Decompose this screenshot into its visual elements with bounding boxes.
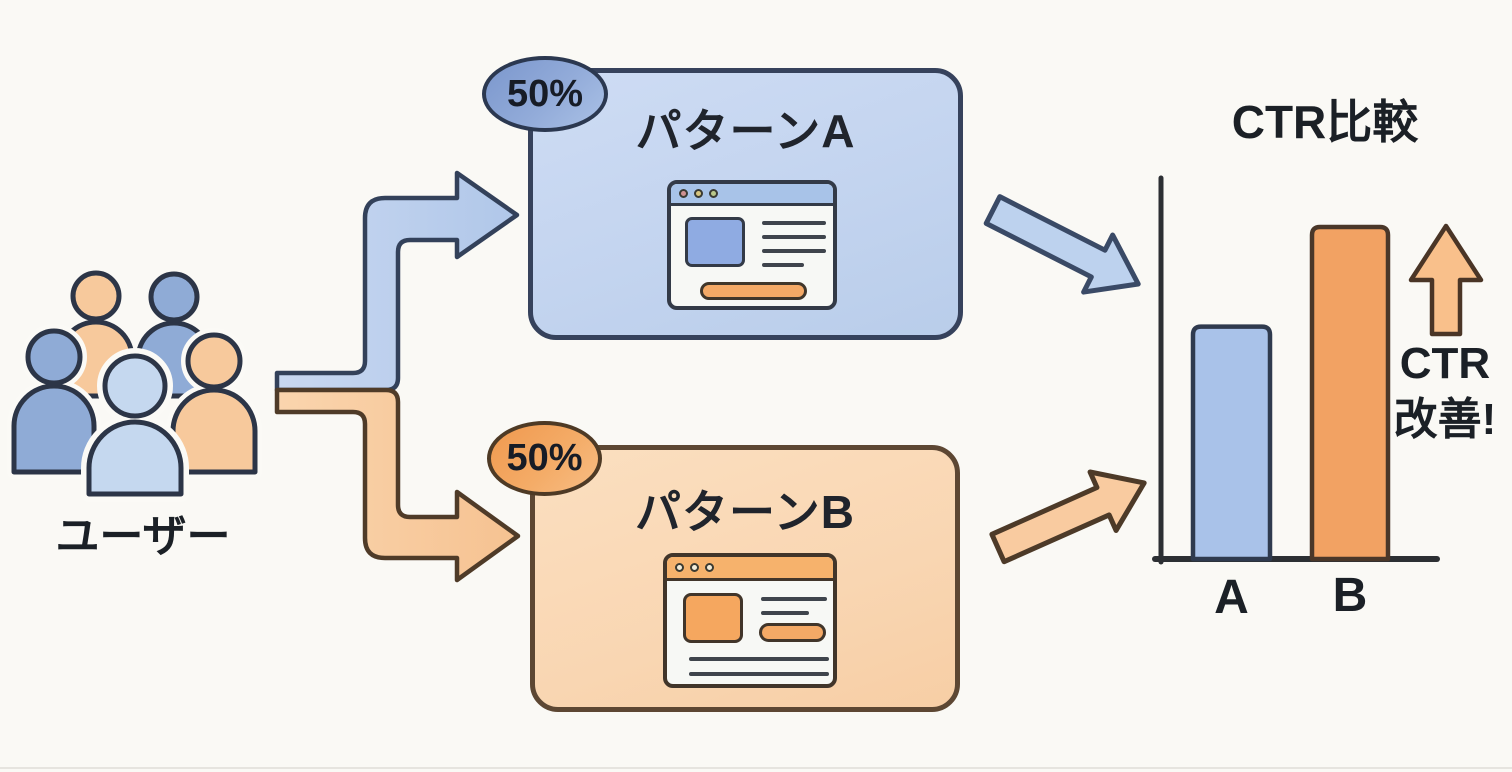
person-icon [81, 348, 189, 502]
split-arrows-icon [274, 170, 521, 583]
users-label: ユーザー [55, 512, 231, 561]
arrow-a-to-chart-icon [983, 194, 1141, 295]
window-dot-icon [675, 563, 684, 572]
window-dot-icon [679, 189, 688, 198]
ctr-improvement-line1: CTR [1399, 339, 1491, 388]
pattern-b-card: パターンB [530, 445, 960, 712]
bar-b [1309, 224, 1391, 562]
window-dot-icon [694, 189, 703, 198]
text-line [761, 611, 809, 615]
pattern-b-title: パターンB [635, 486, 855, 538]
pattern-b-percentage-badge: 50% [487, 421, 602, 496]
text-line [762, 249, 826, 253]
pattern-a-card: パターンA [528, 68, 963, 340]
ctr-up-arrow-icon [1408, 223, 1484, 337]
split-arrow-to-a [274, 170, 520, 393]
pattern-b-browser-mockup [663, 553, 837, 688]
arrow-b-to-chart-icon [989, 469, 1147, 565]
chart-title: CTR比較 [1231, 96, 1419, 148]
text-line [689, 672, 829, 676]
window-dot-icon [709, 189, 718, 198]
bar-label-a: A [1214, 571, 1249, 624]
split-arrow-to-b [274, 387, 521, 583]
bar-label-b: B [1332, 569, 1368, 622]
text-line [762, 263, 804, 267]
person-icon [7, 324, 101, 479]
cta-button-placeholder [759, 623, 826, 642]
users-group-icon [7, 270, 262, 502]
person-icon [166, 328, 262, 479]
window-dot-icon [690, 563, 699, 572]
browser-header [671, 184, 833, 206]
text-line [762, 235, 826, 239]
hero-image-placeholder [685, 217, 745, 267]
ctr-improvement-label: CTR 改善! [1378, 336, 1512, 449]
text-line [761, 597, 827, 601]
bar-a [1190, 324, 1273, 562]
pattern-a-percentage-badge: 50% [482, 56, 608, 132]
ctr-bar-chart [1152, 175, 1440, 565]
text-line [689, 657, 829, 661]
hero-image-placeholder [683, 593, 743, 643]
cta-button-placeholder [700, 282, 807, 300]
pattern-a-title: パターンA [635, 105, 856, 157]
pattern-a-browser-mockup [667, 180, 837, 310]
window-dot-icon [705, 563, 714, 572]
paper-edge [0, 767, 1512, 769]
text-line [762, 221, 826, 225]
browser-header [667, 557, 833, 581]
ctr-improvement-line2: 改善! [1393, 395, 1497, 445]
